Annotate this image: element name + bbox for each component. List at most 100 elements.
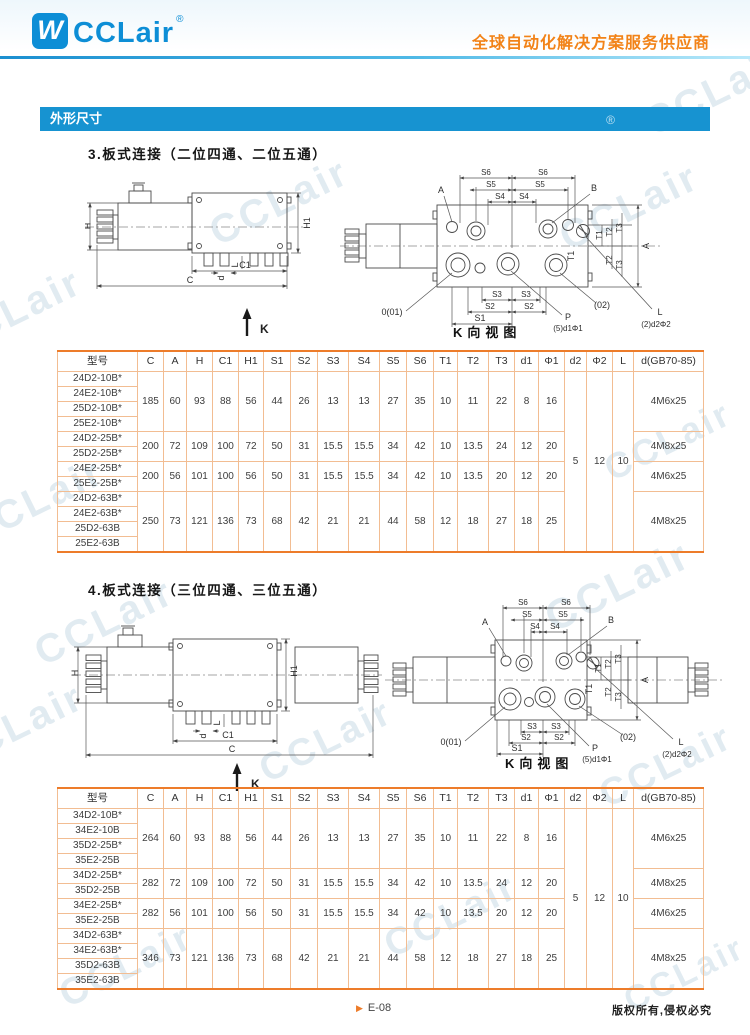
value-cell: 13.5: [457, 868, 489, 899]
column-header: 型号: [57, 787, 138, 809]
registered-mark-icon: ®: [606, 113, 615, 127]
dim-label-C: C: [229, 744, 236, 754]
value-cell: 100: [212, 431, 239, 462]
page-number: ▶E-08: [356, 1002, 391, 1014]
port-label-O02: (02): [620, 732, 636, 742]
note-d2phi2: (2)d2Φ2: [641, 320, 671, 329]
value-cell: 185: [137, 371, 164, 432]
value-cell: 42: [406, 868, 434, 899]
column-header: T2: [457, 787, 489, 809]
dim-label-H1: H1: [289, 665, 299, 677]
value-cell: 31: [290, 461, 318, 492]
section-band-title: 外形尺寸: [50, 111, 103, 126]
model-cell: 34E2-63B*: [57, 943, 138, 959]
value-cell: 10: [433, 431, 458, 462]
value-cell: 250: [137, 491, 164, 553]
value-cell: 101: [186, 461, 213, 492]
model-cell: 24D2-63B*: [57, 491, 138, 507]
value-cell: 44: [379, 491, 407, 553]
value-cell: 50: [263, 898, 291, 929]
logo-text: CCLair: [73, 17, 175, 49]
value-cell: 18: [514, 491, 539, 553]
value-cell: 10: [433, 808, 458, 869]
value-cell: 44: [263, 808, 291, 869]
value-cell: 20: [538, 898, 565, 929]
value-cell: 31: [290, 431, 318, 462]
dim-label-S3: S3: [527, 722, 537, 731]
column-header: d(GB70-85): [633, 787, 704, 809]
value-cell: 10: [433, 371, 458, 432]
dim-label-T3: T3: [614, 654, 623, 664]
dim-label-A: A: [641, 243, 651, 249]
port-label-P: P: [592, 743, 598, 753]
dim-label-S2: S2: [524, 302, 534, 311]
dim-label-L: L: [212, 720, 222, 725]
k-view-caption: K向视图: [505, 756, 574, 771]
value-cell: 12: [433, 928, 458, 990]
top-bar: [0, 0, 750, 56]
value-cell: 93: [186, 371, 213, 432]
value-cell: 109: [186, 868, 213, 899]
value-cell: 72: [163, 431, 187, 462]
logo-mark-icon: W: [32, 13, 68, 49]
section3-k-view-drawing: T1 S6 S6 S5 S5 S4 S4 A B T1 T2 T3 T2 T3 …: [340, 168, 671, 333]
value-cell: 13.5: [457, 431, 489, 462]
company-slogan: 全球自动化解决方案服务供应商: [471, 35, 710, 52]
column-header: S4: [348, 350, 380, 372]
shared-value-cell: 12: [586, 808, 613, 990]
column-header: L: [612, 787, 634, 809]
value-cell: 264: [137, 808, 164, 869]
column-header: C: [137, 787, 164, 809]
value-cell: 35: [406, 371, 434, 432]
value-cell: 72: [163, 868, 187, 899]
value-cell: 22: [488, 808, 515, 869]
page-number-text: E-08: [367, 1002, 392, 1014]
value-cell: 27: [379, 808, 407, 869]
dim-label-C: C: [187, 275, 194, 285]
value-cell: 20: [538, 461, 565, 492]
value-cell: 100: [212, 461, 239, 492]
table-row: 25E2-63B: [57, 536, 704, 553]
column-header: S2: [290, 787, 318, 809]
value-cell: 56: [163, 461, 187, 492]
screw-spec-cell: 4M6x25: [633, 808, 704, 869]
value-cell: 13: [348, 371, 380, 432]
screw-spec-cell: 4M6x25: [633, 898, 704, 929]
value-cell: 88: [212, 371, 239, 432]
value-cell: 26: [290, 808, 318, 869]
value-cell: 44: [263, 371, 291, 432]
value-cell: 12: [514, 461, 539, 492]
model-cell: 25D2-25B*: [57, 446, 138, 462]
section3-title: 3.板式连接（二位四通、二位五通）: [88, 147, 328, 162]
table-row: 35D2-63B: [57, 958, 704, 974]
screw-spec-cell: 4M8x25: [633, 868, 704, 899]
value-cell: 15.5: [348, 461, 380, 492]
dim-label-C1: C1: [222, 730, 234, 740]
value-cell: 68: [263, 928, 291, 990]
value-cell: 31: [290, 898, 318, 929]
value-cell: 73: [238, 491, 264, 553]
section4-title: 4.板式连接（三位四通、三位五通）: [88, 583, 328, 598]
value-cell: 34: [379, 461, 407, 492]
model-cell: 34E2-10B: [57, 823, 138, 839]
column-header: S5: [379, 787, 407, 809]
header-divider: [0, 56, 750, 59]
value-cell: 21: [317, 928, 349, 990]
model-cell: 35E2-63B: [57, 973, 138, 990]
column-header: d1: [514, 787, 539, 809]
value-cell: 20: [538, 431, 565, 462]
column-header: S1: [263, 787, 291, 809]
dim-label-S3: S3: [551, 722, 561, 731]
note-d1phi1: (5)d1Φ1: [553, 324, 583, 333]
dim-label-K: K: [260, 322, 269, 336]
value-cell: 100: [212, 868, 239, 899]
value-cell: 58: [406, 928, 434, 990]
section4-k-view-drawing: T1 S6 S6 S5 S5 S4 S4 A B T1 T2 T3 T2 T3 …: [385, 598, 725, 764]
